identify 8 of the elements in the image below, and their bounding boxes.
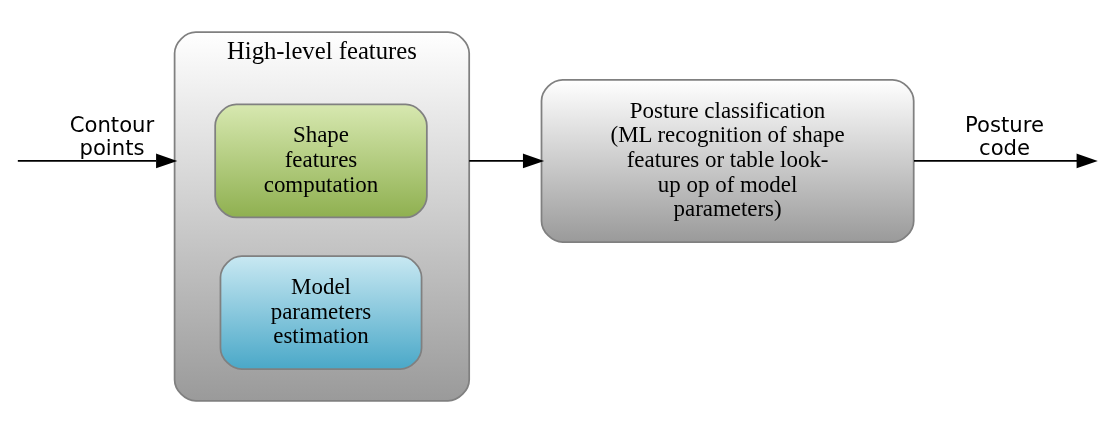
arrow — [468, 153, 545, 169]
node-box: Shape features computation — [214, 103, 428, 219]
arrow — [16, 153, 178, 169]
node-box: Posture classification (ML recognition of shape features or table look-up op of model parameters) — [540, 78, 915, 243]
edge-label: Contour points — [69, 112, 155, 160]
edge-label: Posture code — [965, 112, 1045, 160]
node-box: Model parameters estimation — [219, 255, 423, 370]
arrow — [913, 153, 1098, 169]
